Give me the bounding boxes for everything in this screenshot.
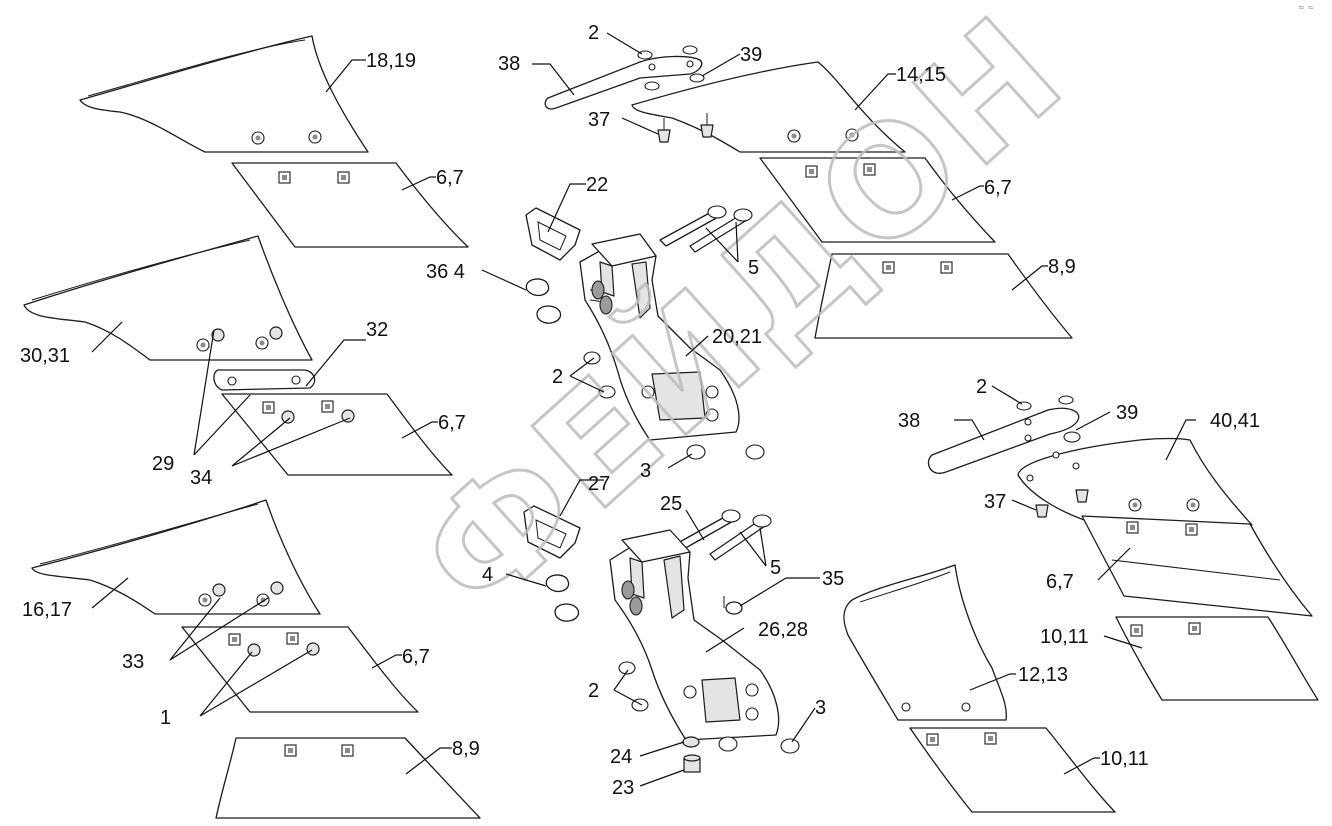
label-3-b: 3 bbox=[815, 697, 826, 719]
label-10-11-b: 10,11 bbox=[1100, 748, 1149, 770]
label-2-b: 2 bbox=[552, 366, 563, 388]
corner-mark: ≈ ≈ bbox=[1298, 3, 1314, 12]
washers-2-39-right bbox=[1016, 395, 1081, 443]
label-32: 32 bbox=[366, 319, 388, 341]
share-6-7-lower bbox=[181, 626, 419, 713]
label-4: 4 bbox=[482, 564, 493, 586]
leader-lines bbox=[91, 32, 1196, 787]
pin-35 bbox=[723, 596, 743, 615]
label-14-15: 14,15 bbox=[896, 64, 946, 86]
label-3-a: 3 bbox=[640, 460, 651, 482]
label-35: 35 bbox=[822, 568, 844, 590]
label-37-a: 37 bbox=[588, 109, 610, 131]
label-6-7-a: 6,7 bbox=[436, 167, 464, 189]
label-6-7-d: 6,7 bbox=[984, 177, 1012, 199]
share-6-7-middle bbox=[221, 393, 453, 476]
washers-3-lower bbox=[718, 736, 800, 754]
share-6-7-top bbox=[231, 162, 469, 248]
label-26-28: 26,28 bbox=[758, 619, 808, 641]
label-6-7-e: 6,7 bbox=[1046, 571, 1074, 593]
label-39-a: 39 bbox=[740, 44, 762, 66]
moldboard-18-19 bbox=[79, 35, 369, 153]
standard-26-28 bbox=[609, 529, 780, 741]
label-25: 25 bbox=[660, 493, 682, 515]
label-5-b: 5 bbox=[770, 557, 781, 579]
label-5-a: 5 bbox=[748, 257, 759, 279]
moldboard-12-13 bbox=[843, 564, 1007, 721]
label-20-21: 20,21 bbox=[712, 326, 762, 348]
label-38-b: 38 bbox=[898, 410, 920, 432]
label-16-17: 16,17 bbox=[22, 599, 72, 621]
washers-2-mid bbox=[583, 351, 616, 399]
moldboard-40-41 bbox=[1017, 437, 1253, 526]
washer-24 bbox=[682, 736, 700, 748]
label-29: 29 bbox=[152, 453, 174, 475]
label-30-31: 30,31 bbox=[20, 345, 70, 367]
clips-4-lower bbox=[545, 574, 580, 622]
washers-2-lower bbox=[618, 661, 649, 712]
bracket-38-right bbox=[927, 407, 1080, 474]
bolts-37-right bbox=[1035, 489, 1089, 518]
moldboard-30-31 bbox=[23, 235, 313, 361]
label-8-9-a: 8,9 bbox=[452, 738, 480, 760]
pins-25-5 bbox=[675, 509, 772, 561]
handle-27 bbox=[523, 505, 581, 559]
label-40-41: 40,41 bbox=[1210, 410, 1260, 432]
label-6-7-b: 6,7 bbox=[438, 412, 466, 434]
label-38-a: 38 bbox=[498, 53, 520, 75]
label-23: 23 bbox=[612, 777, 634, 799]
strip-32 bbox=[213, 369, 316, 391]
label-2-c: 2 bbox=[588, 680, 599, 702]
label-34: 34 bbox=[190, 467, 212, 489]
part-labels: 18,19 6,7 30,31 32 6,7 29 34 16,17 33 6,… bbox=[20, 22, 1260, 799]
share-10-11-right bbox=[1115, 616, 1319, 701]
washers-2-top bbox=[637, 45, 705, 91]
bolts-37-top bbox=[657, 113, 714, 143]
label-39-b: 39 bbox=[1116, 402, 1138, 424]
standard-20-21 bbox=[579, 233, 740, 441]
label-37-b: 37 bbox=[984, 491, 1006, 513]
handle-22 bbox=[525, 207, 581, 261]
label-27: 27 bbox=[588, 473, 610, 495]
label-12-13: 12,13 bbox=[1018, 664, 1068, 686]
label-22: 22 bbox=[586, 174, 608, 196]
label-33: 33 bbox=[122, 651, 144, 673]
label-36-4: 36 4 bbox=[426, 261, 465, 283]
label-10-11-a: 10,11 bbox=[1040, 626, 1089, 648]
label-1: 1 bbox=[160, 707, 171, 729]
moldboard-16-17 bbox=[31, 499, 321, 615]
washers-3-mid bbox=[686, 444, 765, 460]
label-24: 24 bbox=[610, 746, 632, 768]
bracket-38-top bbox=[544, 55, 703, 110]
label-6-7-c: 6,7 bbox=[402, 646, 430, 668]
label-2-a: 2 bbox=[588, 22, 599, 44]
clips-36-4 bbox=[525, 278, 562, 324]
share-6-7-right-top bbox=[759, 157, 996, 243]
share-8-9-right bbox=[814, 253, 1073, 339]
pins-5-top bbox=[659, 205, 753, 253]
label-18-19: 18,19 bbox=[366, 50, 416, 72]
label-8-9-b: 8,9 bbox=[1048, 256, 1076, 278]
share-6-7-right bbox=[1081, 515, 1313, 617]
bolt-23 bbox=[683, 754, 701, 773]
moldboard-14-15 bbox=[631, 61, 906, 153]
share-10-11-bottom bbox=[909, 727, 1116, 813]
share-8-9-bottom bbox=[215, 737, 481, 819]
label-2-d: 2 bbox=[976, 376, 987, 398]
